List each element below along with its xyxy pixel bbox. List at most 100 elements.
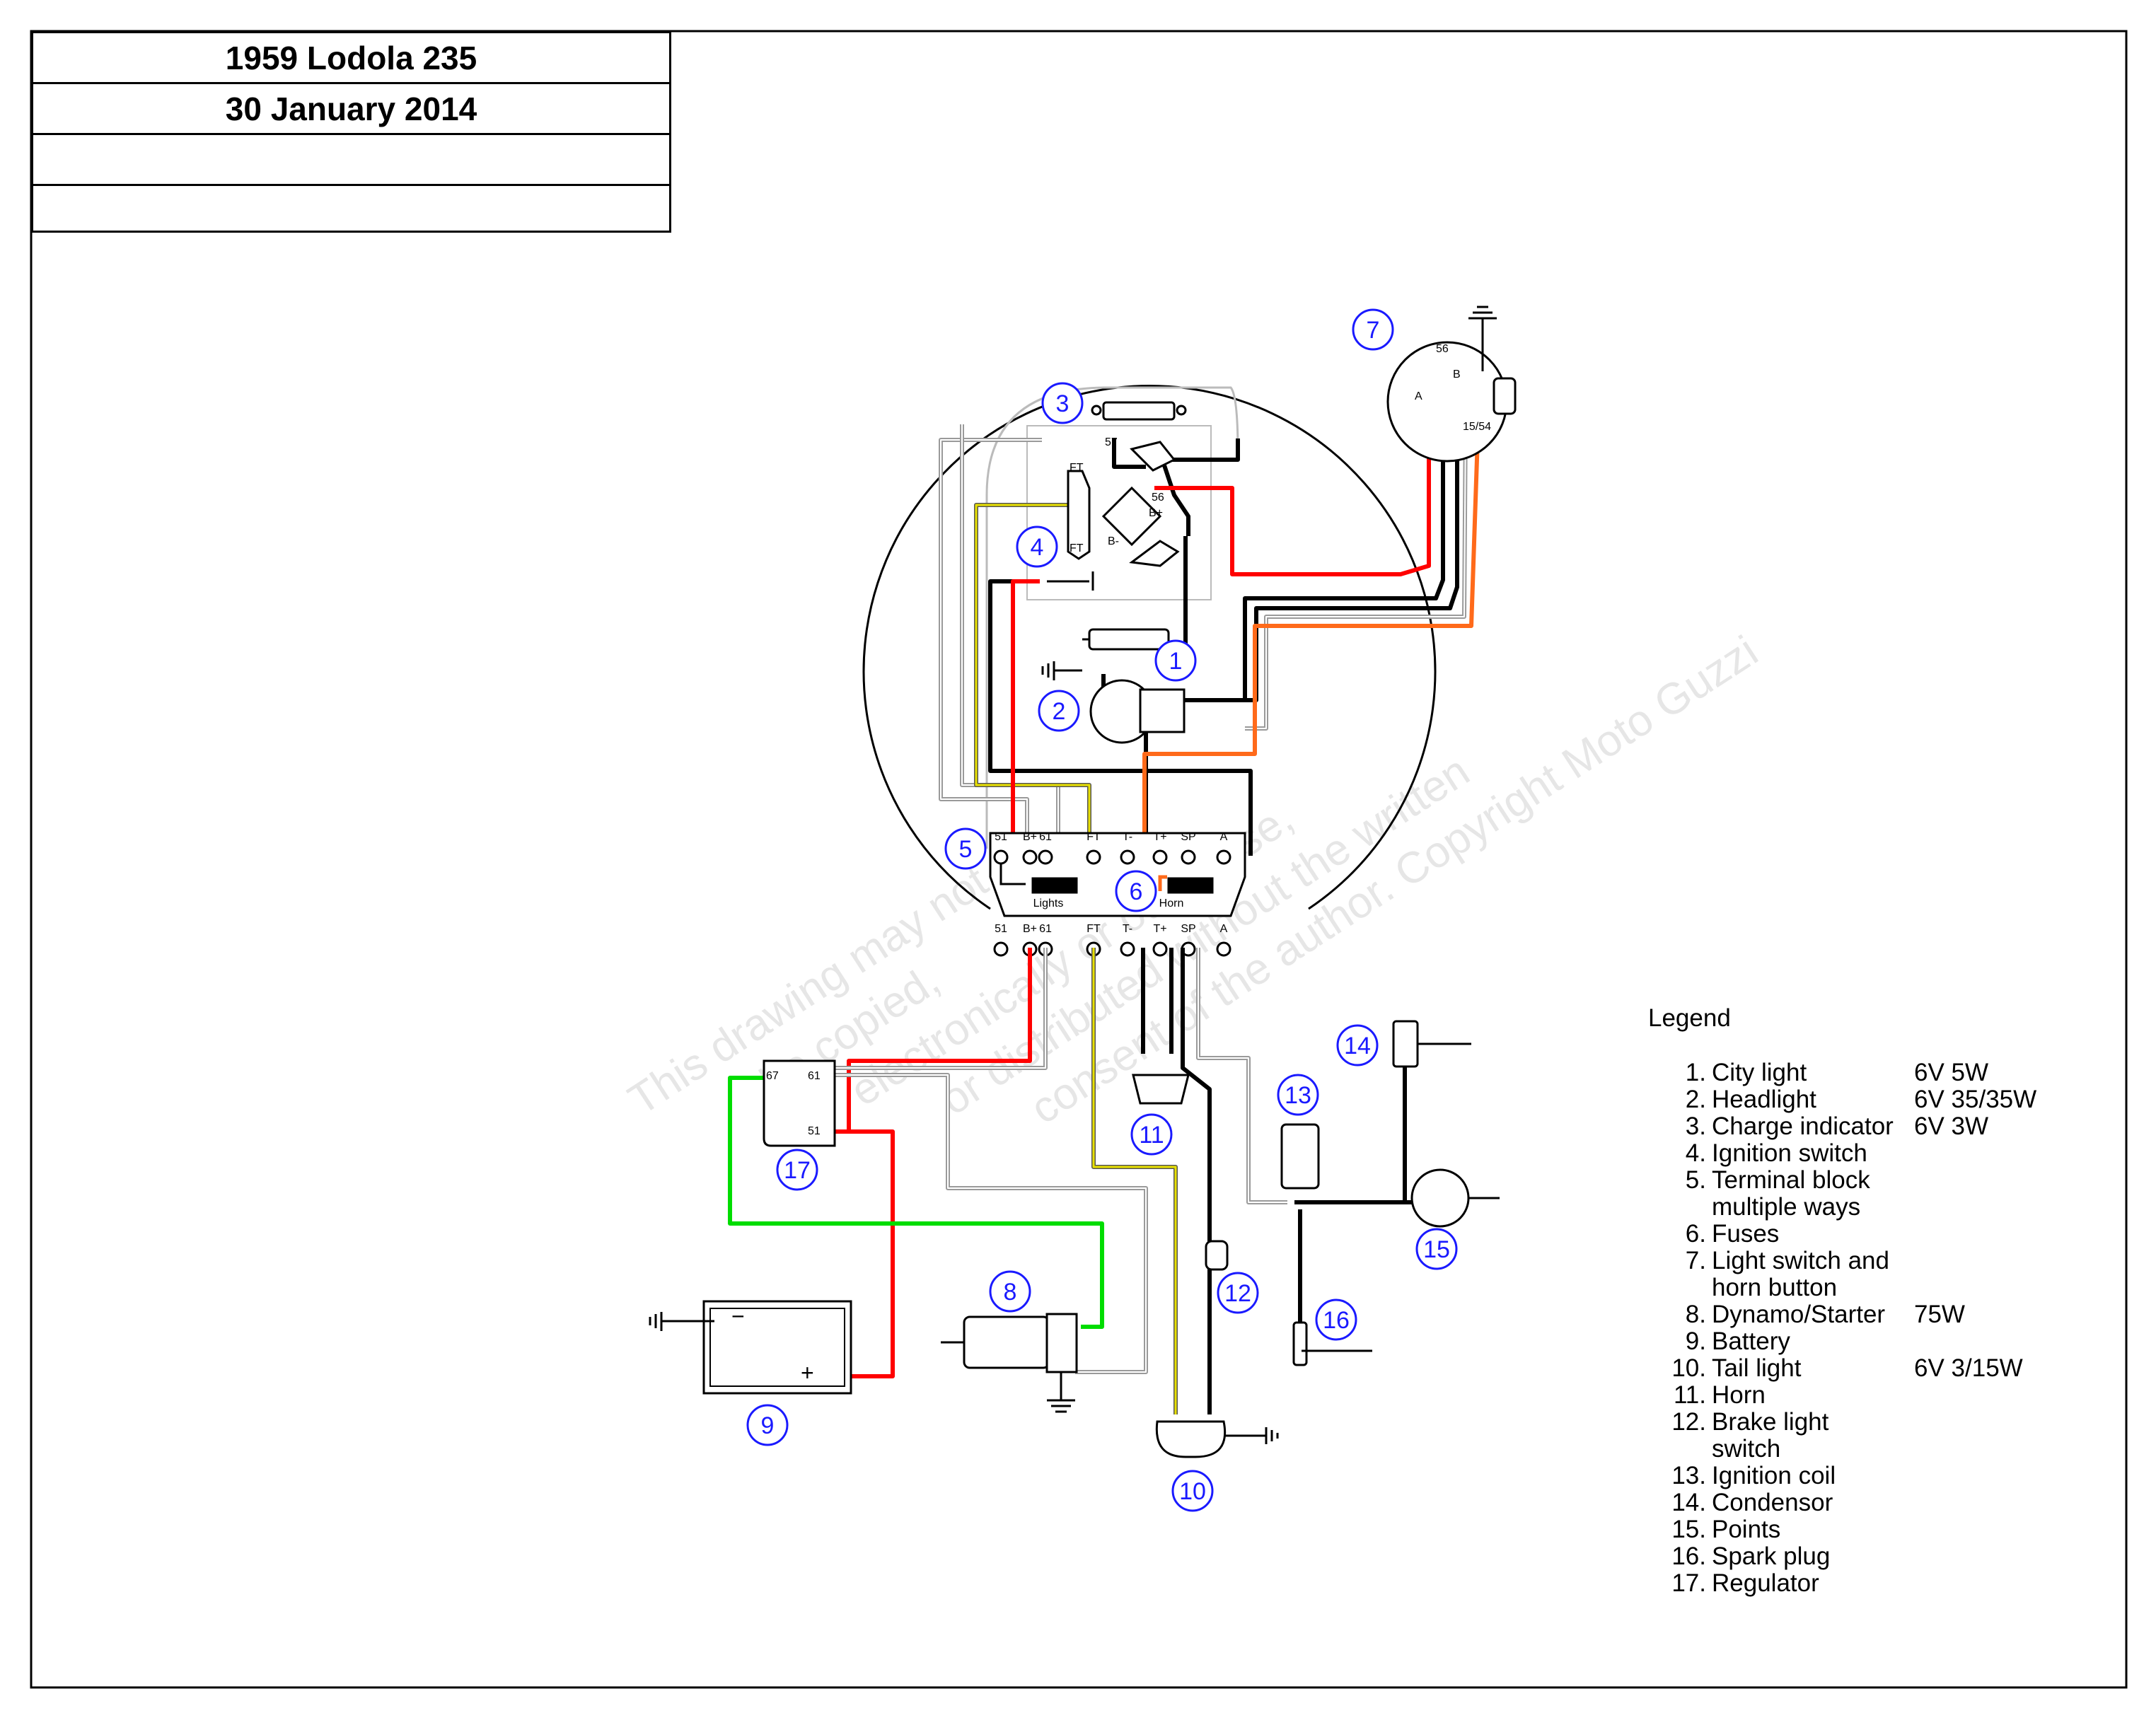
callout-circle-8 [989,1270,1031,1313]
battery [649,1300,852,1395]
legend-item: 15.Points [1648,1516,1780,1543]
legend-item: 4.Ignition switch [1648,1139,1867,1167]
switch-label-3: 56 [1152,492,1164,504]
legend-item-name: Spark plug [1712,1542,1831,1570]
terminal-post-6 [1181,849,1196,865]
callout-circle-5 [944,827,987,870]
legend-item-name: Tail light [1712,1354,1802,1382]
legend-item-num: 8. [1685,1301,1706,1328]
legend-item-name: Light switch and [1712,1247,1889,1274]
horn [1132,1074,1190,1105]
legend-item-num: 6. [1685,1220,1706,1248]
terminal-post-5 [1152,941,1168,957]
legend-item-spec: 6V 3W [1914,1112,1989,1140]
fuse-label-horn: Horn [1159,897,1184,910]
terminal-post-5 [1152,849,1168,865]
callout-circle-6 [1115,870,1157,912]
legend-item: horn button [1648,1274,1837,1301]
legend-item-name: Regulator [1712,1569,1819,1597]
legend-item-name: Ignition coil [1712,1462,1836,1489]
terminal-label-7: A [1220,923,1228,935]
legend-item-num: 12. [1671,1408,1706,1436]
legend-item-name: Fuses [1712,1220,1780,1248]
callout-circle-15 [1415,1228,1458,1270]
legend-item-name: Dynamo/Starter [1712,1301,1886,1328]
legend-item-name: Ignition switch [1712,1139,1867,1167]
terminal-post-3 [1086,849,1101,865]
terminal-label-1: B+ [1023,923,1037,935]
spark-plug [1292,1321,1372,1366]
terminal-post-0 [993,849,1009,865]
sheet-border [30,30,2128,1689]
legend-item-num: 17. [1671,1569,1706,1597]
legend-item: switch [1648,1436,1780,1463]
terminal-post-1 [1022,849,1038,865]
legend-item-num: 4. [1685,1139,1706,1167]
legend-item: 6.Fuses [1648,1220,1780,1248]
terminal-label-5: T+ [1153,923,1166,935]
light-switch [1386,306,1517,463]
legend-item-num: 14. [1671,1489,1706,1516]
callout-label-4: 4 [1031,534,1044,561]
callout-circle-11 [1130,1113,1173,1156]
charge-indicator [1091,401,1187,421]
callout-circle-9 [746,1404,789,1446]
ignition-coil [1280,1123,1320,1190]
legend-item: 10.Tail light 6V 3/15W [1648,1354,2022,1382]
callout-label-12: 12 [1224,1280,1251,1307]
callout-label-6: 6 [1130,878,1143,905]
lower-wires [728,948,1412,1414]
switch-label-1: FT [1070,542,1084,554]
callout-label-17: 17 [784,1157,811,1184]
light-switch-label-0: 56 [1436,343,1449,355]
regulator [763,1059,836,1147]
legend-item-num: 10. [1671,1354,1706,1382]
switch-label-2: 57 [1105,436,1118,448]
legend-item: 12.Brake light [1648,1408,1828,1436]
tail-light [1155,1420,1279,1458]
terminal-post-7 [1216,849,1231,865]
points [1410,1168,1500,1228]
callout-circle-12 [1217,1272,1259,1314]
legend-item-num: 2. [1685,1086,1706,1113]
callout-label-7: 7 [1367,317,1380,344]
dynamo-starter [941,1313,1078,1413]
terminal-label-6: SP [1181,923,1195,935]
terminal-post-4 [1120,849,1135,865]
switch-label-5: B- [1108,535,1119,547]
terminal-label-1: B+ [1023,831,1037,843]
callout-circle-1 [1154,639,1197,682]
legend-item-name: horn button [1712,1274,1838,1301]
title-row-4 [33,186,669,233]
legend-item-spec: 6V 5W [1914,1059,1989,1086]
callout-label-2: 2 [1053,698,1066,725]
battery-minus-label: − [731,1303,745,1329]
terminal-label-6: SP [1181,831,1195,843]
legend-item-name: Terminal block [1712,1166,1870,1194]
legend-item-num: 5. [1685,1166,1706,1194]
light-switch-label-1: B [1453,368,1461,380]
terminal-post-7 [1216,941,1231,957]
legend-item-name: Brake light [1712,1408,1829,1436]
callout-label-8: 8 [1004,1279,1017,1306]
callout-label-1: 1 [1169,648,1183,675]
legend-item-num: 13. [1671,1462,1706,1489]
switch-label-4: B+ [1149,507,1163,519]
callout-label-14: 14 [1344,1033,1371,1059]
regulator-label-1: 61 [808,1070,821,1082]
switch-label-0: FT [1070,462,1084,474]
legend-item-spec: 6V 3/15W [1914,1354,2023,1382]
regulator-label-2: 51 [808,1125,821,1137]
legend-item: 16.Spark plug [1648,1543,1830,1570]
callout-label-5: 5 [959,836,973,863]
terminal-post-4 [1120,941,1135,957]
legend-item-spec: 75W [1914,1301,1965,1328]
light-switch-label-3: 15/54 [1463,421,1491,433]
callout-circle-16 [1315,1298,1357,1341]
legend-item: 7.Light switch and [1648,1248,1889,1274]
terminal-label-2: 61 [1039,831,1052,843]
legend-title: Legend [1648,1004,1731,1032]
